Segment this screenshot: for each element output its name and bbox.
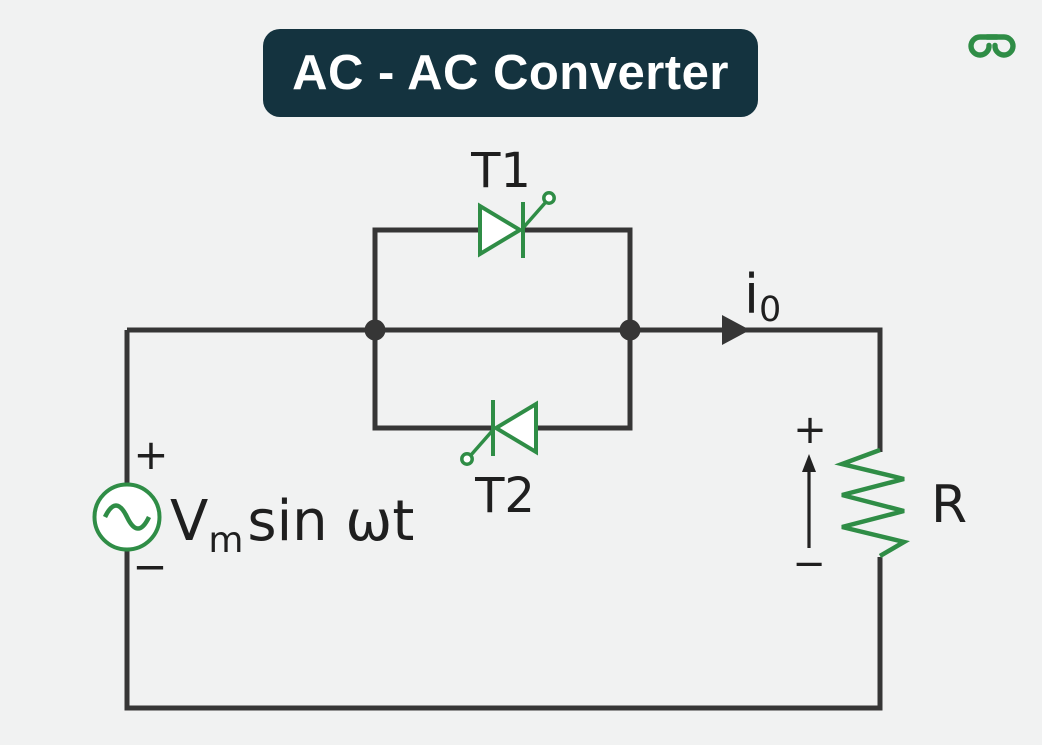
t1-gate-line xyxy=(521,201,547,230)
source-label-sub: m xyxy=(208,520,243,561)
logo-left-g xyxy=(968,34,1000,58)
source-label: Vmsin ωt xyxy=(170,489,414,561)
resistor-icon xyxy=(834,447,910,558)
page-title: AC - AC Converter xyxy=(292,46,729,100)
resistor-label: R xyxy=(931,475,967,535)
geeksforgeeks-logo-icon xyxy=(968,34,1016,58)
t1-gate-terminal xyxy=(542,191,556,205)
load-arrow-head xyxy=(802,454,816,472)
title-banner: AC - AC Converter xyxy=(263,29,758,117)
t1-anode-triangle xyxy=(478,202,524,258)
current-arrowhead-icon xyxy=(722,315,750,345)
logo-right-g xyxy=(984,34,1016,58)
thyristor-t2-icon xyxy=(460,400,538,466)
source-label-v: V xyxy=(170,489,208,554)
current-label: i0 xyxy=(744,263,781,330)
junction-dot-right xyxy=(619,319,641,341)
load-minus-label: − xyxy=(792,541,826,587)
t2-label: T2 xyxy=(474,468,535,524)
t2-gate-line xyxy=(469,428,495,457)
current-label-sub: 0 xyxy=(759,290,781,330)
source-label-fn: sin ωt xyxy=(247,489,414,554)
source-minus-label: − xyxy=(132,542,167,591)
t2-gate-terminal xyxy=(460,452,474,466)
source-plus-label: + xyxy=(133,430,168,479)
sine-wave-icon xyxy=(102,503,152,531)
ac-source-icon xyxy=(92,482,162,552)
t1-label: T1 xyxy=(470,143,531,199)
load-plus-label: + xyxy=(793,407,827,453)
current-label-base: i xyxy=(744,263,759,326)
junction-dot-left xyxy=(364,319,386,341)
load-voltage-arrow-icon xyxy=(802,454,816,548)
t2-anode-triangle xyxy=(492,400,538,456)
thyristor-t1-icon xyxy=(478,191,556,258)
